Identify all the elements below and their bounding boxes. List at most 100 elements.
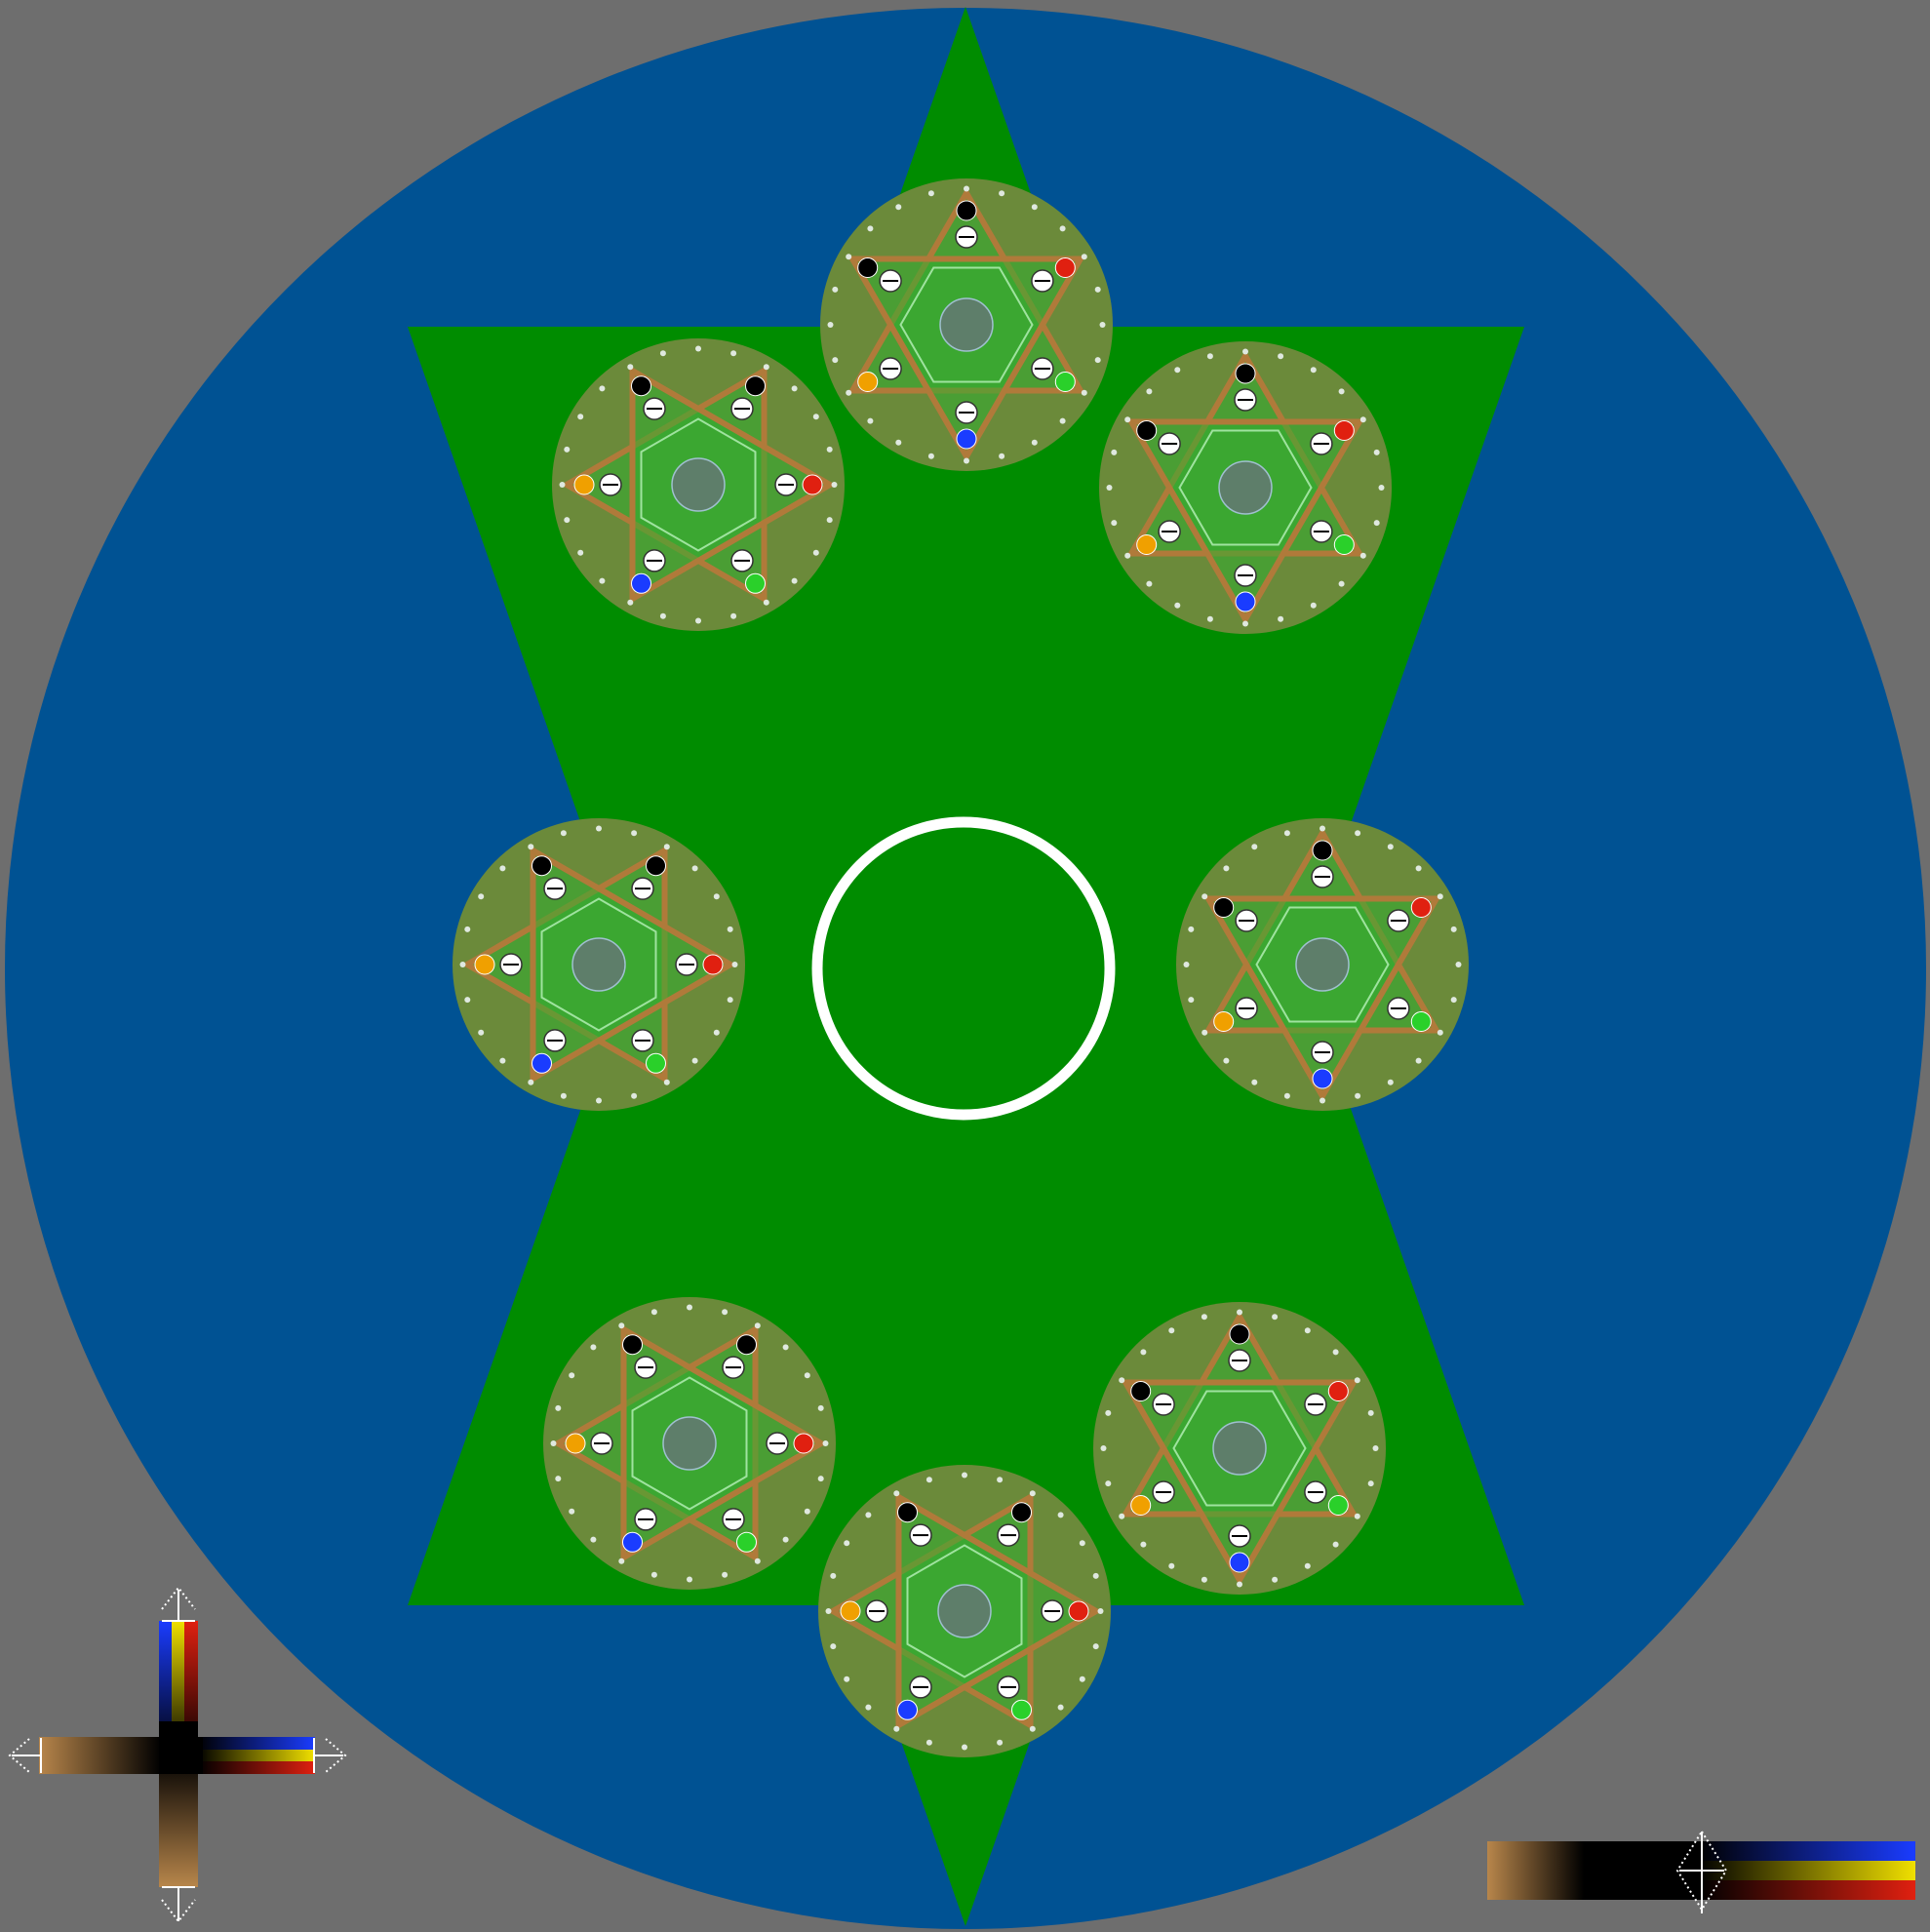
colored-token-icon[interactable] [1137, 535, 1157, 555]
colored-token-icon[interactable] [1131, 1496, 1151, 1516]
handle-top-icon[interactable] [162, 1588, 195, 1621]
rim-dot [1339, 388, 1345, 394]
colored-token-icon[interactable] [566, 1434, 585, 1453]
colored-token-icon[interactable] [647, 1053, 666, 1073]
rim-dot [631, 1093, 637, 1099]
rim-dot [827, 447, 833, 453]
rim-dot [1201, 1577, 1207, 1583]
medallion-6[interactable] [543, 1297, 836, 1590]
colored-token-icon[interactable] [1055, 258, 1075, 278]
colored-token-icon[interactable] [1137, 421, 1157, 441]
medallion-2[interactable] [552, 338, 845, 631]
rim-dot [660, 350, 666, 356]
rim-dot [560, 482, 566, 488]
rim-dot [464, 927, 470, 932]
colored-token-icon[interactable] [858, 373, 878, 392]
rim-dot [1032, 440, 1038, 446]
colored-token-icon[interactable] [1055, 373, 1075, 392]
colored-token-icon[interactable] [1131, 1382, 1151, 1401]
colored-token-icon[interactable] [532, 856, 552, 876]
colored-token-icon[interactable] [1230, 1324, 1249, 1344]
rim-dot [1319, 1098, 1325, 1104]
rim-dot [555, 1476, 561, 1481]
rim-dot [1082, 254, 1087, 259]
medallion-8[interactable] [818, 1465, 1111, 1757]
colored-token-icon[interactable] [1214, 898, 1234, 918]
colored-token-icon[interactable] [647, 856, 666, 876]
horizontal-slider-widget[interactable] [1487, 1832, 1915, 1913]
medallion-4[interactable] [453, 818, 745, 1111]
colored-token-icon[interactable] [632, 376, 651, 396]
rim-dot [1093, 1643, 1099, 1649]
colored-token-icon[interactable] [803, 475, 822, 494]
rim-dot [1355, 830, 1360, 836]
rim-dot [867, 225, 873, 231]
horizontal-yellow-bar [198, 1750, 315, 1761]
colored-token-icon[interactable] [574, 475, 594, 494]
rim-dot [1311, 603, 1317, 609]
colored-token-icon[interactable] [703, 955, 723, 974]
colored-token-icon[interactable] [1012, 1503, 1032, 1522]
rim-dot [631, 830, 637, 836]
horizontal-red-bar [198, 1761, 315, 1774]
colored-token-icon[interactable] [746, 573, 766, 593]
colored-token-icon[interactable] [794, 1434, 813, 1453]
colored-token-icon[interactable] [1328, 1382, 1348, 1401]
rim-dot [1111, 520, 1117, 526]
rim-dot [764, 364, 769, 370]
colored-token-icon[interactable] [1334, 421, 1354, 441]
rim-dot [1278, 616, 1283, 622]
colored-token-icon[interactable] [746, 376, 766, 396]
rim-dot [926, 1477, 932, 1482]
rim-dot [1201, 893, 1207, 899]
colored-token-icon[interactable] [475, 955, 494, 974]
handle-left-icon[interactable] [10, 1738, 41, 1773]
colored-token-icon[interactable] [1411, 898, 1431, 918]
rim-dot [627, 364, 633, 370]
medallion-1[interactable] [820, 178, 1113, 471]
rim-dot [823, 1440, 829, 1446]
rim-dot [818, 1476, 824, 1481]
handle-right-icon[interactable] [314, 1738, 345, 1773]
rim-dot [564, 517, 570, 523]
colored-token-icon[interactable] [841, 1601, 860, 1621]
rim-dot [964, 186, 969, 192]
colored-token-icon[interactable] [1411, 1012, 1431, 1032]
colored-token-icon[interactable] [898, 1503, 918, 1522]
colored-token-icon[interactable] [737, 1532, 757, 1552]
colored-token-icon[interactable] [1012, 1700, 1032, 1719]
medallion-3[interactable] [1099, 341, 1392, 634]
rim-dot [1111, 450, 1117, 455]
colored-token-icon[interactable] [957, 429, 976, 449]
rim-dot [564, 447, 570, 453]
colored-token-icon[interactable] [632, 573, 651, 593]
rim-dot [844, 1540, 849, 1546]
colored-token-icon[interactable] [737, 1335, 757, 1355]
colored-token-icon[interactable] [1334, 535, 1354, 555]
colored-token-icon[interactable] [623, 1335, 643, 1355]
colored-token-icon[interactable] [898, 1700, 918, 1719]
colored-token-icon[interactable] [1069, 1601, 1088, 1621]
rim-dot [999, 190, 1004, 196]
handle-bottom-icon[interactable] [162, 1887, 195, 1921]
colored-token-icon[interactable] [532, 1053, 552, 1073]
colored-token-icon[interactable] [1236, 364, 1255, 383]
colored-token-icon[interactable] [957, 201, 976, 220]
rim-dot [962, 1473, 967, 1479]
colored-token-icon[interactable] [1236, 592, 1255, 611]
colored-token-icon[interactable] [1313, 841, 1332, 860]
colored-token-icon[interactable] [1313, 1069, 1332, 1088]
rim-dot [1451, 997, 1457, 1003]
colored-token-icon[interactable] [858, 258, 878, 278]
medallion-7[interactable] [1093, 1302, 1386, 1595]
rim-dot [928, 453, 934, 459]
rim-dot [893, 1490, 899, 1496]
medallion-5[interactable] [1176, 818, 1469, 1111]
colored-token-icon[interactable] [1214, 1012, 1234, 1032]
rim-dot [755, 1558, 761, 1564]
rim-dot [867, 418, 873, 424]
rim-dot [1237, 1310, 1242, 1316]
colored-token-icon[interactable] [623, 1532, 643, 1552]
colored-token-icon[interactable] [1230, 1553, 1249, 1572]
colored-token-icon[interactable] [1328, 1496, 1348, 1516]
